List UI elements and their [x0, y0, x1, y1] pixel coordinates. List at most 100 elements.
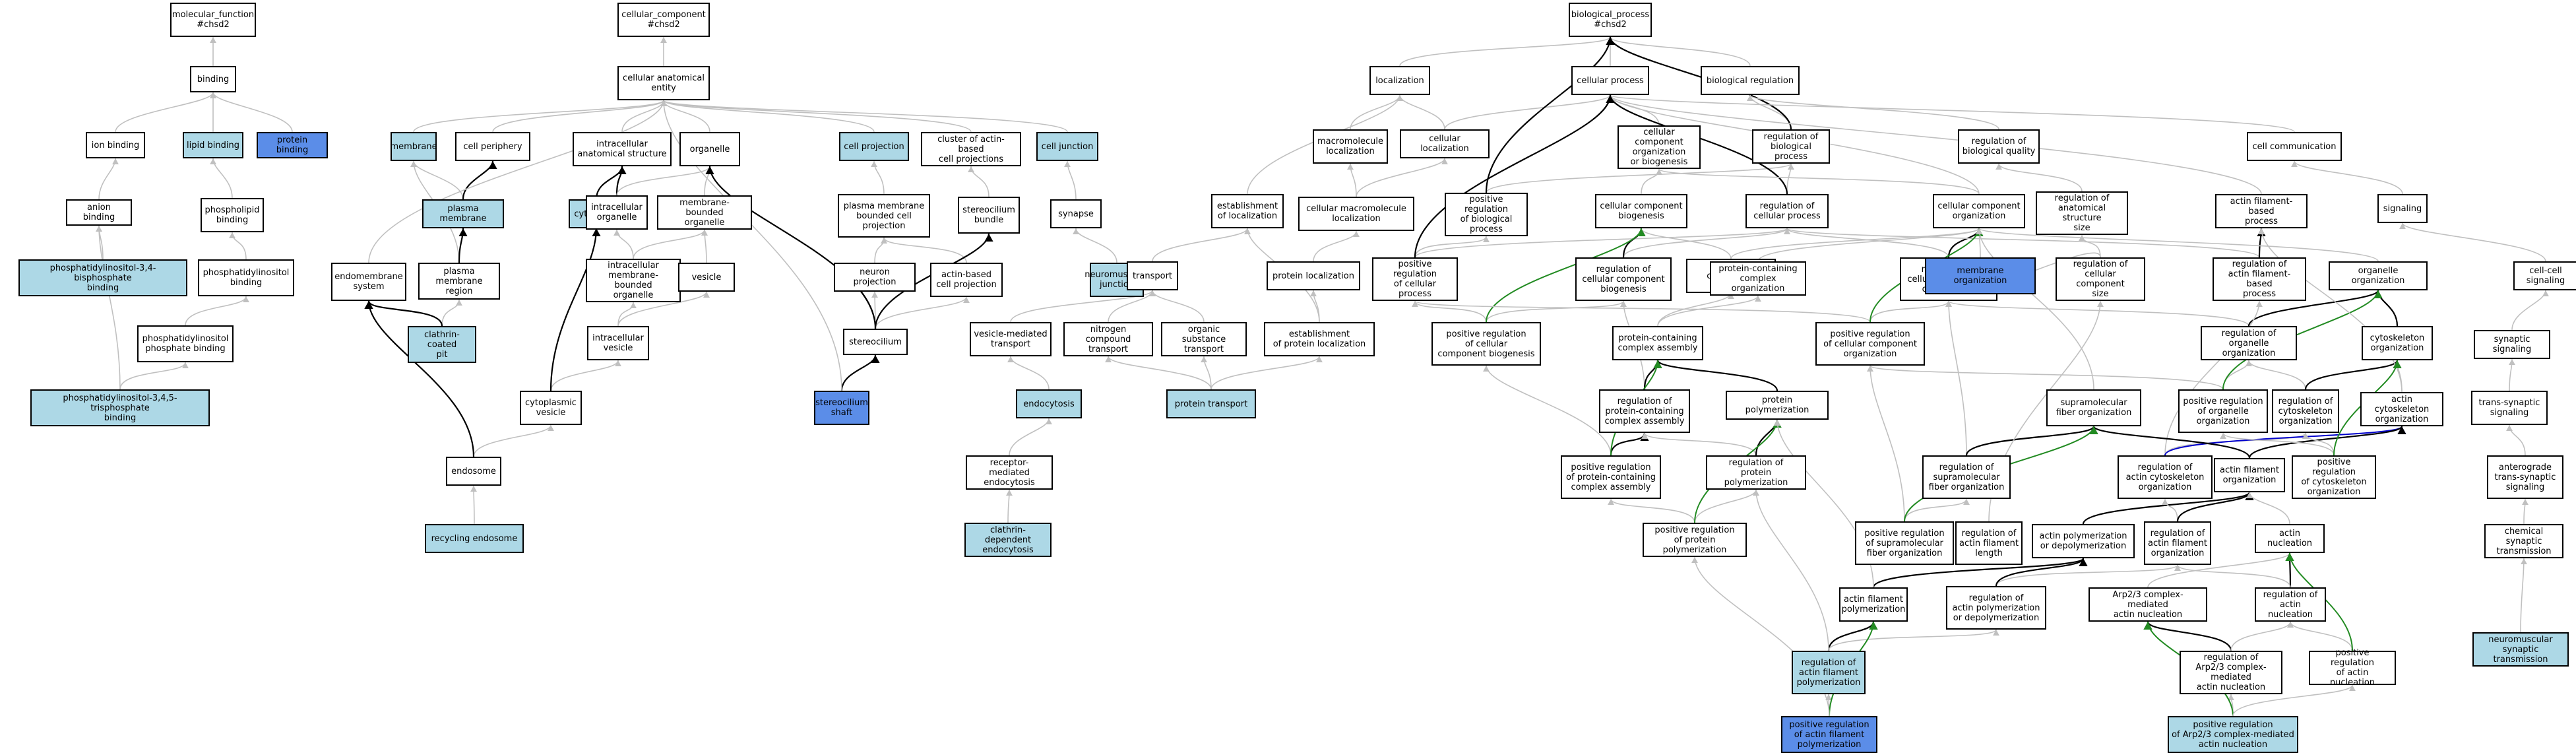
go-term-binding[interactable]: binding — [190, 66, 236, 92]
go-term-reg-actin-nucleation[interactable]: regulation of actin nucleation — [2255, 587, 2326, 622]
go-term-receptor-endocytosis[interactable]: receptor-mediated endocytosis — [966, 455, 1053, 490]
go-term-cell-communication[interactable]: cell communication — [2247, 132, 2342, 161]
go-term-plasma-membrane[interactable]: plasma membrane — [422, 199, 504, 228]
go-term-lipid-binding[interactable]: lipid binding — [183, 132, 243, 158]
go-term-pos-reg-ccb[interactable]: positive regulation of cellular componen… — [1431, 322, 1541, 366]
go-term-pcca[interactable]: protein-containing complex assembly — [1612, 326, 1703, 360]
go-term-cell-cell-signaling[interactable]: cell-cell signaling — [2513, 261, 2576, 290]
go-term-imbo[interactable]: intracellular membrane-bounded organelle — [586, 259, 681, 302]
go-term-reg-af-org[interactable]: regulation of actin filament organizatio… — [2144, 521, 2211, 565]
go-term-vesicle[interactable]: vesicle — [678, 263, 735, 292]
go-term-reg-cyto-org[interactable]: regulation of cytoskeleton organization — [2272, 389, 2339, 433]
go-term-stereocilium-shaft[interactable]: stereocilium shaft — [814, 391, 869, 425]
go-term-cell-projection[interactable]: cell projection — [839, 132, 909, 161]
go-term-endosome[interactable]: endosome — [446, 457, 501, 486]
go-term-pmbcp[interactable]: plasma membrane bounded cell projection — [838, 194, 930, 238]
go-term-reg-bq[interactable]: regulation of biological quality — [1958, 129, 2040, 164]
go-term-reg-cp[interactable]: regulation of cellular process — [1745, 194, 1829, 228]
go-term-arp23-nucleation[interactable]: Arp2/3 complex-mediated actin nucleation — [2089, 587, 2207, 622]
go-term-clathrin-endocytosis[interactable]: clathrin-dependent endocytosis — [964, 523, 1052, 557]
go-term-ias[interactable]: intracellular anatomical structure — [573, 132, 672, 166]
go-term-cellular-localization[interactable]: cellular localization — [1400, 129, 1490, 158]
go-term-cell-junction[interactable]: cell junction — [1036, 132, 1098, 161]
go-term-actin-filament-org[interactable]: actin filament organization — [2214, 458, 2285, 492]
go-term-cco[interactable]: cellular component organization — [1933, 194, 2025, 228]
go-term-reg-af-length[interactable]: regulation of actin filament length — [1955, 521, 2023, 565]
go-term-reg-afbp[interactable]: regulation of actin filament-based proce… — [2213, 257, 2306, 301]
go-term-clathrin-pit[interactable]: clathrin-coated pit — [408, 326, 476, 363]
go-term-pip34[interactable]: phosphatidylinositol-3,4-bisphosphate bi… — [18, 259, 187, 296]
go-term-biological-regulation[interactable]: biological regulation — [1701, 66, 1800, 95]
go-term-reg-pcca[interactable]: regulation of protein-containing complex… — [1599, 389, 1690, 433]
go-term-organelle-organization[interactable]: organelle organization — [2329, 261, 2428, 290]
go-term-reg-ccb[interactable]: regulation of cellular component biogene… — [1575, 257, 1672, 301]
go-term-cellular-process[interactable]: cellular process — [1571, 66, 1649, 95]
go-term-reg-arp23[interactable]: regulation of Arp2/3 complex-mediated ac… — [2180, 651, 2282, 694]
go-term-pos-reg-cyto-org[interactable]: positive regulation of cytoskeleton orga… — [2292, 455, 2376, 499]
go-term-pos-reg-protein-poly[interactable]: positive regulation of protein polymeriz… — [1643, 523, 1747, 557]
go-term-ccb[interactable]: cellular component biogenesis — [1595, 194, 1687, 228]
go-term-anion-binding[interactable]: anion binding — [66, 199, 132, 226]
go-term-pip345[interactable]: phosphatidylinositol-3,4,5-trisphosphate… — [30, 389, 210, 426]
go-term-membrane[interactable]: membrane — [390, 132, 437, 161]
go-term-endocytosis[interactable]: endocytosis — [1016, 389, 1082, 418]
go-term-pcco[interactable]: protein-containing complex organization — [1710, 261, 1806, 296]
go-term-cyto-org[interactable]: cytoskeleton organization — [2362, 326, 2433, 360]
go-term-cml[interactable]: cellular macromolecule localization — [1298, 197, 1414, 231]
go-term-cell-periphery[interactable]: cell periphery — [455, 132, 530, 161]
go-term-neuron-projection[interactable]: neuron projection — [834, 263, 916, 292]
go-term-actin-cell-projection[interactable]: actin-based cell projection — [930, 263, 1003, 297]
go-term-reg-apd[interactable]: regulation of actin polymerization or de… — [1946, 586, 2046, 630]
go-term-stereocilium[interactable]: stereocilium — [843, 329, 908, 355]
go-term-protein-polymerization[interactable]: protein polymerization — [1726, 391, 1829, 420]
go-term-pos-reg-af-poly[interactable]: positive regulation of actin filament po… — [1781, 716, 1877, 753]
go-term-signaling[interactable]: signaling — [2377, 194, 2428, 223]
go-term-recycling-endosome[interactable]: recycling endosome — [425, 524, 524, 553]
go-term-anterograde[interactable]: anterograde trans-synaptic signaling — [2487, 455, 2563, 499]
go-term-protein-binding[interactable]: protein binding — [257, 132, 328, 158]
go-term-establishment-localization[interactable]: establishment of localization — [1211, 194, 1284, 228]
go-term-pos-reg-org-org[interactable]: positive regulation of organelle organiz… — [2178, 389, 2268, 433]
go-term-pos-reg-actin-nucleation[interactable]: positive regulation of actin nucleation — [2309, 648, 2396, 688]
go-term-membrane-organization[interactable]: membrane organization — [1925, 257, 2036, 294]
go-term-reg-protein-poly[interactable]: regulation of protein polymerization — [1706, 455, 1806, 490]
go-term-intracellular-vesicle[interactable]: intracellular vesicle — [587, 326, 649, 360]
go-term-bp[interactable]: biological_process #chsd2 — [1569, 3, 1652, 37]
go-term-chemical-synaptic[interactable]: chemical synaptic transmission — [2484, 524, 2563, 558]
go-term-pi-binding[interactable]: phosphatidylinositol binding — [198, 259, 294, 296]
go-term-pm-region[interactable]: plasma membrane region — [418, 263, 500, 300]
go-term-phospholipid-binding[interactable]: phospholipid binding — [201, 198, 264, 232]
go-term-pos-reg-arp23[interactable]: positive regulation of Arp2/3 complex-me… — [2168, 716, 2298, 753]
go-term-ncompound-transport[interactable]: nitrogen compound transport — [1063, 322, 1153, 356]
go-term-protein-localization[interactable]: protein localization — [1267, 261, 1360, 290]
go-term-pos-reg-cco[interactable]: positive regulation of cellular componen… — [1815, 322, 1925, 366]
go-term-synapse[interactable]: synapse — [1050, 199, 1102, 228]
go-term-pip-binding[interactable]: phosphatidylinositol phosphate binding — [137, 325, 234, 362]
go-term-ion-binding[interactable]: ion binding — [86, 132, 145, 158]
go-term-reg-actin-cyto-org[interactable]: regulation of actin cytoskeleton organiz… — [2118, 455, 2213, 499]
go-term-actin-nucleation[interactable]: actin nucleation — [2255, 524, 2325, 553]
go-term-reg-bp[interactable]: regulation of biological process — [1752, 129, 1830, 164]
go-term-pos-reg-smfo[interactable]: positive regulation of supramolecular fi… — [1855, 521, 1954, 565]
go-term-vesicle-transport[interactable]: vesicle-mediated transport — [970, 322, 1052, 356]
go-term-reg-cc-size[interactable]: regulation of cellular component size — [2056, 257, 2145, 301]
go-term-ccob[interactable]: cellular component organization or bioge… — [1618, 125, 1701, 169]
go-term-af-polymerization[interactable]: actin filament polymerization — [1839, 587, 1908, 622]
go-term-synaptic-signaling[interactable]: synaptic signaling — [2474, 330, 2550, 359]
go-term-pos-reg-cp[interactable]: positive regulation of cellular process — [1372, 257, 1458, 301]
go-term-membrane-bounded-organelle[interactable]: membrane-bounded organelle — [657, 195, 752, 230]
go-term-cae[interactable]: cellular anatomical entity — [617, 66, 710, 100]
go-term-mf[interactable]: molecular_function #chsd2 — [170, 3, 256, 37]
go-term-intracellular-organelle[interactable]: intracellular organelle — [586, 195, 648, 230]
go-term-supramolecular-fiber-org[interactable]: supramolecular fiber organization — [2046, 389, 2141, 426]
go-term-stereocilium-bundle[interactable]: stereocilium bundle — [958, 197, 1020, 234]
go-term-reg-anat-size[interactable]: regulation of anatomical structure size — [2036, 191, 2128, 235]
go-term-organic-transport[interactable]: organic substance transport — [1161, 322, 1247, 356]
go-term-nm-synaptic[interactable]: neuromuscular synaptic transmission — [2472, 632, 2569, 667]
go-term-actin-cyto-org[interactable]: actin cytoskeleton organization — [2360, 392, 2443, 426]
go-term-protein-transport[interactable]: protein transport — [1166, 389, 1256, 418]
go-term-reg-smfo[interactable]: regulation of supramolecular fiber organ… — [1922, 455, 2011, 499]
go-term-pos-reg-bp[interactable]: positive regulation of biological proces… — [1445, 193, 1528, 236]
go-term-transport[interactable]: transport — [1127, 261, 1178, 290]
go-term-reg-org-org[interactable]: regulation of organelle organization — [2201, 326, 2297, 360]
